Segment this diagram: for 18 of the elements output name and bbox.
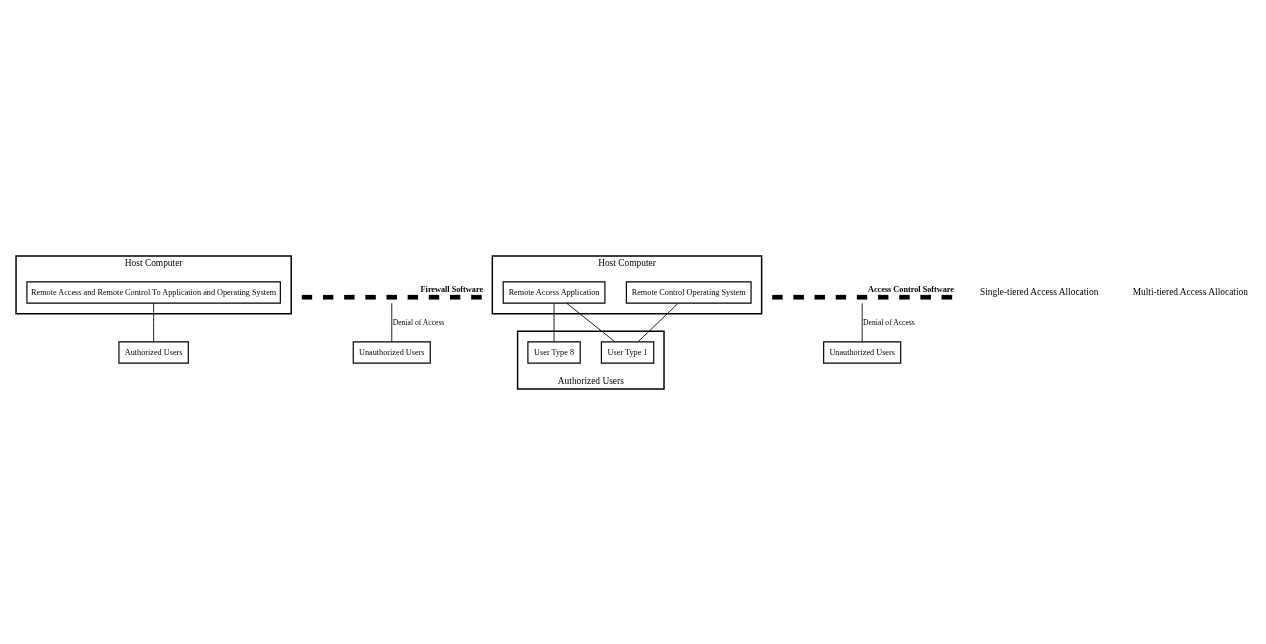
connector <box>566 302 616 342</box>
node-box: User Type 1 <box>600 340 655 364</box>
connector <box>153 302 155 342</box>
connector <box>391 302 393 342</box>
label: Multi-tiered Access Allocation <box>1132 286 1248 297</box>
label: Single-tiered Access Allocation <box>979 286 1099 297</box>
node-box: Unauthorized Users <box>352 340 431 364</box>
node-box: Remote Access Application <box>502 280 606 304</box>
node-label: Firewall Software <box>420 284 484 294</box>
node-box: Authorized Users <box>118 340 189 364</box>
connector <box>637 302 679 342</box>
node-box: Remote Control Operating System <box>625 280 752 304</box>
node-box: Remote Access and Remote Control To Application and Operating System <box>26 280 281 304</box>
node-box: Unauthorized Users <box>823 340 902 364</box>
node-label: Access Control Software <box>868 284 955 294</box>
node-box: User Type 8 <box>527 340 581 364</box>
connector <box>861 302 863 342</box>
connector <box>553 302 555 342</box>
